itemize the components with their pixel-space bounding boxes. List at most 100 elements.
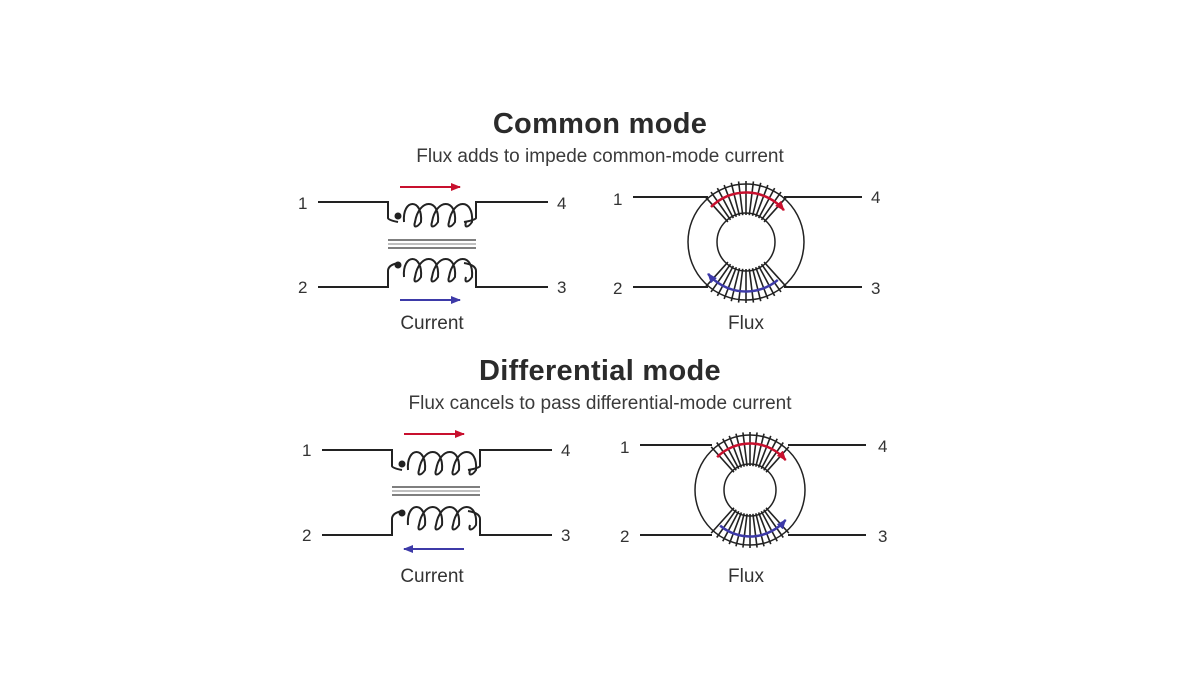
winding-turn [716,442,737,471]
common-mode-section: 1 4 2 3 Current 1 4 2 3 Flux [298,181,880,334]
winding-turn [757,512,772,545]
inductor-wiring [322,430,552,553]
winding-wire [318,201,399,223]
winding-turn [752,513,758,548]
flux-arrow-red [716,442,787,461]
flux-arrow-red [710,191,785,211]
winding-wire [322,449,403,471]
winding-turn [760,510,778,542]
winding-turn [728,512,743,545]
winding-turn [716,187,735,219]
winding-turn [748,268,755,303]
winding-turn [754,266,769,300]
pin-3-label: 3 [878,527,887,546]
winding-turn [723,184,738,218]
winding-turn [723,266,738,300]
pin-3-label: 3 [871,279,880,298]
coil [402,203,474,228]
toroid-drawing [633,181,862,303]
winding-turn [716,265,735,297]
pin-2-label: 2 [302,526,311,545]
flux-arrow-blue [719,519,787,538]
winding-turn [763,261,788,288]
differential-mode-toroid: 1 4 2 3 Flux [620,432,887,587]
winding-turn [737,268,744,303]
current-caption: Current [400,566,464,587]
winding-turn [730,268,741,302]
coil [406,506,478,531]
common-mode-title: Common mode [492,108,708,140]
pin-1-label: 1 [620,438,629,457]
coil [402,258,474,283]
winding-wire [318,262,399,288]
winding-turn [704,196,729,223]
winding-turn [735,433,745,467]
winding-turn [710,191,732,221]
winding-wire [463,201,548,223]
flux-caption: Flux [728,566,764,587]
winding-turn [728,435,743,468]
winding-turn [722,510,740,542]
winding-turn [716,509,737,538]
winding-turn [735,513,745,547]
winding-turn [730,182,741,216]
common-mode-subtitle: Flux adds to impede common-mode current [416,146,784,167]
pin-2-label: 2 [620,527,629,546]
pin-4-label: 4 [561,441,570,460]
pin-1-label: 1 [302,441,311,460]
current-caption: Current [400,313,464,334]
pin-2-label: 2 [613,279,622,298]
toroid-inner-ring [723,463,777,517]
pin-4-label: 4 [557,194,566,213]
winding-turn [757,265,776,297]
winding-turn [722,438,740,470]
differential-mode-title: Differential mode [479,355,721,387]
winding-turn [755,433,765,467]
winding-turn [752,432,758,467]
winding-turn [760,191,782,221]
pin-3-label: 3 [561,526,570,545]
winding-turn [763,509,784,538]
winding-turn [760,438,778,470]
pin-1-label: 1 [613,190,622,209]
winding-turn [757,187,776,219]
pin-3-label: 3 [557,278,566,297]
pin-4-label: 4 [878,437,887,456]
differential-mode-inductor-symbol: 1 4 2 3 Current [302,430,570,587]
winding-turn [755,513,765,547]
winding-turn [760,263,782,293]
winding-wire [463,262,548,288]
common-mode-inductor-symbol: 1 4 2 3 Current [298,183,566,334]
winding-turn [742,513,748,548]
flux-arrow-blue [707,273,779,293]
winding-turn [710,263,732,293]
winding-turn [710,446,735,473]
winding-turn [751,268,762,302]
inductor-wiring [318,183,548,304]
winding-turn [754,184,769,218]
winding-wire [322,510,403,536]
winding-wire [467,510,552,536]
differential-mode-section: 1 4 2 3 Current 1 4 2 3 Flux [302,430,887,587]
flux-caption: Flux [728,313,764,334]
winding-turn [742,432,748,467]
polarity-dot [394,261,402,269]
winding-turn [710,507,735,534]
winding-turn [737,181,744,216]
polarity-dot [398,509,406,517]
toroid-drawing [640,432,866,548]
pin-2-label: 2 [298,278,307,297]
pin-1-label: 1 [298,194,307,213]
winding-turn [757,435,772,468]
winding-wire [467,449,552,471]
winding-turn [751,182,762,216]
polarity-dot [398,460,406,468]
winding-turn [748,181,755,216]
polarity-dot [394,212,402,220]
coil [406,451,478,476]
common-mode-toroid: 1 4 2 3 Flux [613,181,880,334]
differential-mode-subtitle: Flux cancels to pass differential-mode c… [408,393,792,414]
winding-turn [763,442,784,471]
toroid-inner-ring [716,212,776,272]
